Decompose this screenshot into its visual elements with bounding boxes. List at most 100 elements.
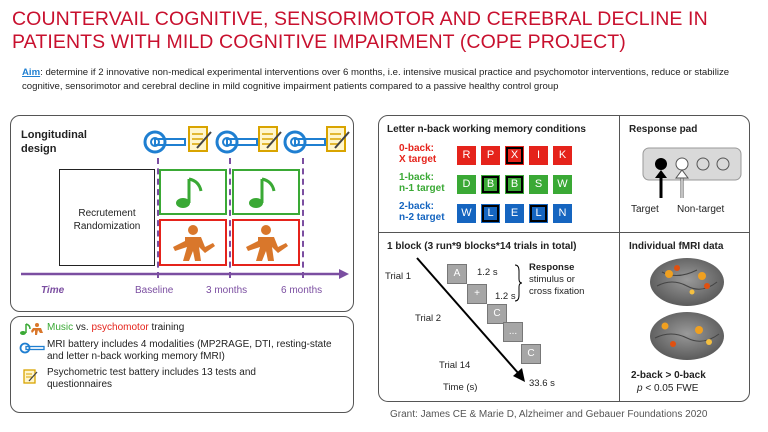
mri-scanner-icon bbox=[19, 342, 45, 354]
recruitment-box: Recrutement Randomization bbox=[59, 169, 155, 266]
music-note-icon bbox=[176, 177, 203, 208]
block-duration: 33.6 s bbox=[529, 378, 555, 389]
horizontal-divider bbox=[379, 232, 749, 233]
condition-0back-line1: 0-back: bbox=[399, 143, 435, 154]
legend-vs: vs. bbox=[73, 322, 92, 333]
nback-letter: P bbox=[481, 146, 500, 165]
non-target-button bbox=[675, 157, 689, 171]
response-bracket bbox=[514, 264, 523, 302]
nback-letter: N bbox=[553, 204, 572, 223]
stimulus-box: A bbox=[447, 264, 467, 284]
nback-letter: W bbox=[457, 204, 476, 223]
nback-letter: B bbox=[481, 175, 500, 194]
condition-2back-line2: n-2 target bbox=[399, 212, 445, 223]
nback-letter: W bbox=[553, 175, 572, 194]
condition-0back-label: 0-back: X target bbox=[399, 143, 436, 165]
aim-paragraph: Aim: determine if 2 innovative non-medic… bbox=[22, 66, 762, 94]
nback-letter: D bbox=[457, 175, 476, 194]
stimulus-duration: 1.2 s bbox=[477, 267, 498, 278]
fmri-threshold-value: < 0.05 FWE bbox=[642, 383, 699, 394]
grant-text: Grant: James CE & Marie D, Alzheimer and… bbox=[390, 409, 708, 420]
condition-2back-line1: 2-back: bbox=[399, 201, 435, 212]
fixation-box: + bbox=[467, 284, 487, 304]
nback-letter: B bbox=[505, 175, 524, 194]
nback-letter: I bbox=[529, 146, 548, 165]
design-title-line1: Longitudinal bbox=[21, 129, 87, 141]
brain-lateral-view bbox=[650, 258, 724, 306]
mri-scanner-icon bbox=[143, 130, 186, 154]
training-legend: Music vs. psychomotor training bbox=[47, 322, 184, 333]
legend-panel: Music vs. psychomotor training MRI batte… bbox=[10, 316, 354, 413]
legend-music: Music bbox=[47, 322, 74, 333]
dancer-icon bbox=[246, 225, 288, 261]
trial-1-label: Trial 1 bbox=[385, 271, 412, 282]
nback-letter: E bbox=[505, 204, 524, 223]
notepad-icon bbox=[188, 126, 212, 152]
response-pad-illustration bbox=[642, 147, 742, 198]
recruitment-label: Recrutement bbox=[78, 208, 136, 219]
six-months-dashed-line bbox=[302, 158, 304, 278]
response-sub1: stimulus or bbox=[529, 274, 575, 285]
stimulus-box: C bbox=[487, 304, 507, 324]
notepad-icon bbox=[258, 126, 282, 152]
fmri-task-panel: Letter n-back working memory conditions … bbox=[378, 115, 750, 402]
trial-14-label: Trial 14 bbox=[439, 360, 471, 371]
response-pad-title: Response pad bbox=[629, 124, 698, 135]
icons-row bbox=[143, 126, 350, 154]
notepad-icon bbox=[23, 369, 38, 384]
psychomotor-cell bbox=[159, 219, 227, 266]
nback-letter: L bbox=[529, 204, 548, 223]
longitudinal-design-panel: Longitudinal design bbox=[10, 115, 354, 312]
block-title: 1 block (3 run*9 blocks*14 trials in tot… bbox=[387, 241, 577, 252]
notepad-icon bbox=[326, 126, 350, 152]
stimulus-box: C bbox=[521, 344, 541, 364]
time-axis-label: Time (s) bbox=[443, 382, 478, 393]
fmri-p-symbol: p bbox=[637, 383, 643, 394]
target-button bbox=[655, 158, 667, 170]
nback-letter: S bbox=[529, 175, 548, 194]
brain-activation-images bbox=[650, 258, 724, 360]
dancer-icon bbox=[173, 225, 215, 261]
condition-1back-line1: 1-back: bbox=[399, 172, 435, 183]
nback-letter: R bbox=[457, 146, 476, 165]
vertical-divider bbox=[619, 116, 620, 401]
mri-scanner-icon bbox=[283, 130, 326, 154]
design-title: Longitudinal design bbox=[21, 128, 87, 156]
timepoint-6-months: 6 months bbox=[281, 285, 323, 296]
aim-label: Aim bbox=[22, 67, 41, 78]
fmri-contrast: 2-back > 0-back bbox=[631, 370, 706, 381]
nback-letter: K bbox=[553, 146, 572, 165]
timepoint-baseline: Baseline bbox=[135, 285, 174, 296]
mri-scanner-icon bbox=[215, 130, 258, 154]
trial-2-label: Trial 2 bbox=[415, 313, 442, 324]
target-label: Target bbox=[631, 204, 659, 215]
non-target-label: Non-target bbox=[677, 204, 725, 215]
condition-0back-line2: X target bbox=[399, 154, 437, 165]
fmri-threshold: p < 0.05 FWE bbox=[637, 383, 698, 394]
music-note-icon bbox=[249, 177, 276, 208]
aim-text: : determine if 2 innovative non-medical … bbox=[22, 67, 730, 92]
block-timeline-arrow bbox=[416, 257, 525, 382]
timepoint-3-months: 3 months bbox=[206, 285, 248, 296]
baseline-dashed-line bbox=[157, 158, 159, 278]
music-cell bbox=[232, 169, 300, 215]
brain-medial-view bbox=[650, 312, 724, 360]
condition-1back-label: 1-back: n-1 target bbox=[399, 172, 445, 194]
ellipsis-box: ... bbox=[503, 322, 523, 342]
nback-letter: L bbox=[481, 204, 500, 223]
response-title: Response bbox=[529, 262, 575, 273]
time-label: Time bbox=[41, 285, 65, 296]
fmri-title: Individual fMRI data bbox=[629, 241, 724, 252]
fixation-duration: 1.2 s bbox=[495, 291, 516, 302]
design-title-line2: design bbox=[21, 143, 57, 155]
music-cell bbox=[159, 169, 227, 215]
randomization-label: Randomization bbox=[73, 221, 141, 232]
three-months-dashed-line bbox=[229, 158, 231, 278]
response-description: Response stimulus or cross fixation bbox=[529, 262, 584, 298]
condition-2back-label: 2-back: n-2 target bbox=[399, 201, 445, 223]
page-title: COUNTERVAIL COGNITIVE, SENSORIMOTOR AND … bbox=[12, 8, 708, 53]
time-axis bbox=[21, 269, 349, 279]
psychomotor-cell bbox=[232, 219, 300, 266]
condition-1back-line2: n-1 target bbox=[399, 183, 445, 194]
